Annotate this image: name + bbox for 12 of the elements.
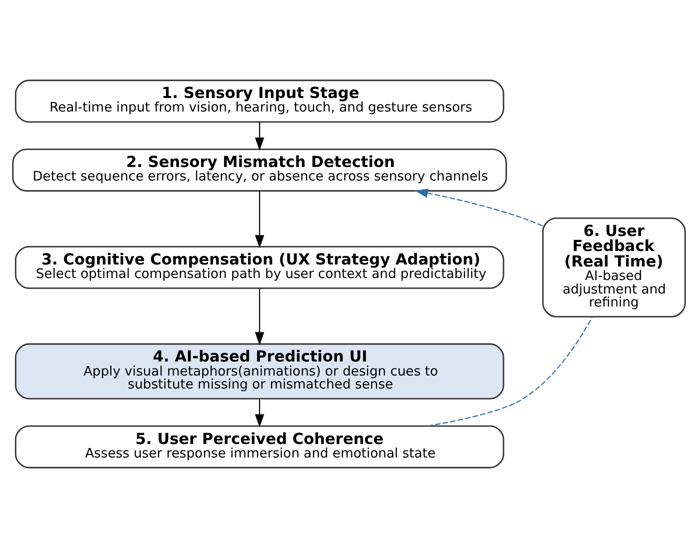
- arrow: [254, 398, 264, 428]
- node-box: 6. User Feedback (Real Time) AI-based adjustment and refining: [542, 218, 686, 318]
- node-box: 2. Sensory Mismatch Detection Detect sequence errors, latency, or absence across sensory channels: [12, 148, 507, 192]
- node-box: 5. User Perceived Coherence Assess user response immersion and emotional state: [14, 425, 504, 468]
- arrow: [414, 188, 543, 226]
- node-box: 4. AI-based Prediction UI Apply visual metaphors(animations) or design cues to substitute missing or mismatched sense: [14, 343, 504, 400]
- arrow: [254, 190, 264, 248]
- arrow: [254, 122, 264, 151]
- connector: [427, 316, 593, 427]
- node-box: 1. Sensory Input Stage Real-time input from vision, hearing, touch, and gesture sensors: [14, 80, 504, 123]
- arrow: [254, 288, 264, 346]
- node-box: 3. Cognitive Compensation (UX Strategy Adaption) Select optimal compensation path by user context and predictability: [14, 246, 504, 289]
